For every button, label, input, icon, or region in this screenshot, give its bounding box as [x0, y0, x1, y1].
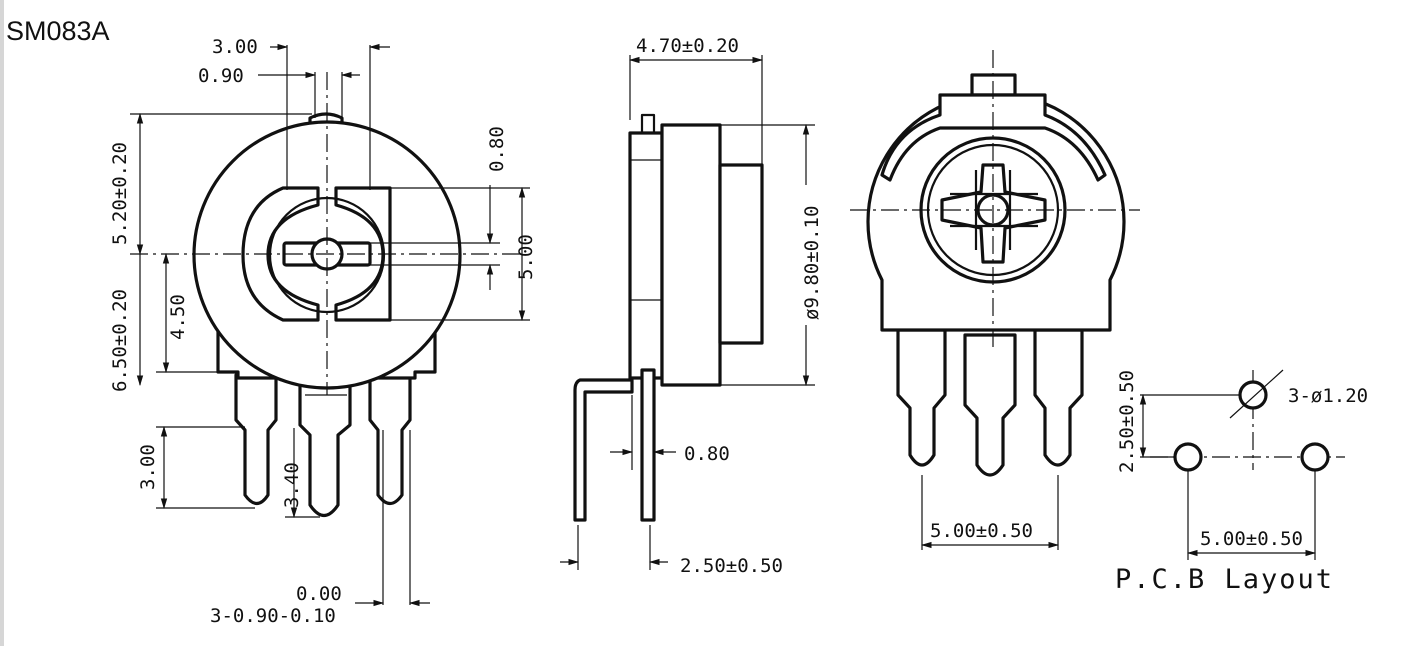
- front-view: 3.00 0.90 5.20±0.20 6.50±0.20 4.50 3.00 …: [109, 36, 537, 627]
- dim-front-340: 3.40: [281, 462, 303, 508]
- pcb-hole-top: [1238, 380, 1268, 410]
- dim-front-width: 3.00: [212, 36, 258, 58]
- dim-side-offset: 2.50±0.50: [680, 555, 783, 577]
- front-pins: [234, 373, 412, 518]
- dim-front-upper: 5.20±0.20: [109, 142, 131, 245]
- dim-pcb-row: 2.50±0.50: [1116, 370, 1138, 473]
- side-knob: [718, 163, 764, 345]
- tol-pin: 3-0.90-0.10: [210, 605, 336, 627]
- dim-front-450: 4.50: [167, 294, 189, 340]
- pcb-hole-right: [1300, 442, 1330, 472]
- dim-pcb-pitch: 5.00±0.50: [1200, 528, 1303, 550]
- dim-front-lower: 6.50±0.20: [109, 289, 131, 392]
- tol-upper: 0.00: [296, 583, 342, 605]
- pcb-layout: 3-ø1.20 2.50±0.50 5.00±0.50 P.C.B Layout: [1115, 369, 1368, 595]
- pcb-hole-left: [1173, 442, 1203, 472]
- side-rotor: [660, 123, 722, 387]
- scan-edge: [0, 0, 4, 646]
- dim-front-pin-length: 3.00: [137, 444, 159, 490]
- model-title: SM083A: [6, 16, 110, 46]
- side-back-plate: [628, 131, 664, 380]
- pcb-layout-label: P.C.B Layout: [1115, 564, 1334, 595]
- dim-back-pitch: 5.00±0.50: [930, 520, 1033, 542]
- dim-pcb-hole: 3-ø1.20: [1288, 385, 1368, 407]
- dim-side-diameter: ø9.80±0.10: [801, 206, 823, 320]
- dim-front-slot-length: 5.00: [515, 234, 537, 280]
- dim-side-depth: 4.70±0.20: [636, 35, 739, 57]
- back-view: 5.00±0.50: [850, 50, 1140, 550]
- side-view: 4.70±0.20 ø9.80±0.10 0.80 2.50±0.50: [560, 35, 823, 577]
- dim-side-thickness: 0.80: [684, 443, 730, 465]
- dim-front-slot: 0.90: [198, 65, 244, 87]
- dim-front-slot-width: 0.80: [486, 126, 508, 172]
